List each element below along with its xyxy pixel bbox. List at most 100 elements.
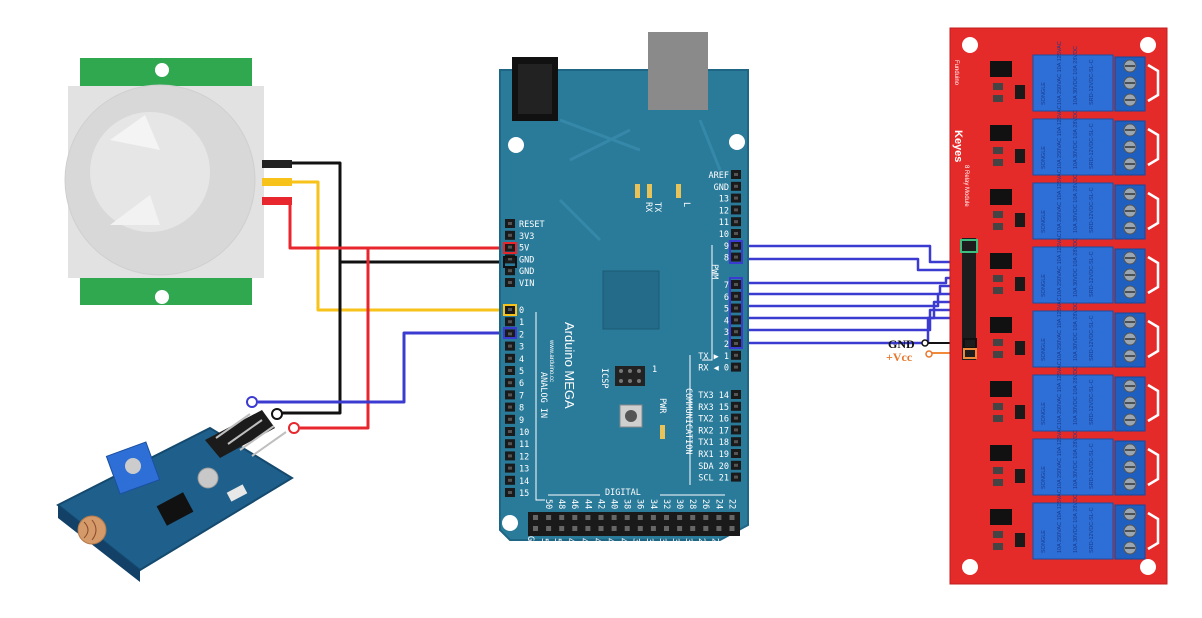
optocoupler — [990, 61, 1012, 77]
pin-label-comm: TX2 16 — [698, 415, 729, 425]
relay-text: SONGLE — [1041, 530, 1047, 553]
pin-label-pwm: 3 — [724, 328, 729, 338]
pin-label-comm: SDA 20 — [698, 462, 729, 472]
pin-label-digital: 10 — [719, 230, 729, 240]
relay-text: 10A 30VDC 10A 28VDC — [1073, 238, 1079, 297]
pin-label-power: GND — [519, 267, 534, 277]
analog-in-label: ANALOG IN — [538, 372, 548, 418]
pin-label-bottom: 53 — [539, 538, 549, 548]
wire-ldr-gnd — [282, 262, 342, 415]
pin-label-comm: TX3 14 — [698, 391, 729, 401]
pin-label-bottom: 50 — [543, 499, 553, 509]
led-tx — [635, 184, 640, 198]
relay-silk-brand: Keyes — [952, 130, 964, 162]
pin-label-comm: TX1 18 — [698, 438, 729, 448]
mount-hole — [508, 137, 524, 153]
relay-channel: SONGLE 10A 250VAC 10A 125VAC 10A 30VDC 10A… — [990, 233, 1160, 304]
led-pwr — [660, 425, 665, 439]
pin-label-power: GND — [519, 255, 534, 265]
pin-label-bottom-gnd: GND — [525, 536, 535, 551]
ldr-module — [56, 396, 300, 582]
relay-text: 10A 250VAC 10A 125VAC — [1057, 169, 1063, 233]
optocoupler — [990, 381, 1012, 397]
pin-label-bottom: 47 — [578, 538, 588, 548]
ldr-mount-hole — [197, 467, 219, 489]
relay-text: 10A 250VAC 10A 125VAC — [1057, 425, 1063, 489]
pir-pin-gnd — [262, 160, 292, 168]
comparator-chip — [156, 492, 194, 526]
relay-text: SONGLE — [1041, 338, 1047, 361]
pin-label-bottom: 29 — [696, 538, 706, 548]
relay-text: SRD-12VDC-SL-C — [1089, 507, 1095, 553]
led-l-label: L — [681, 202, 691, 207]
led-l — [676, 184, 681, 198]
pin-label-comm: RX3 15 — [698, 403, 729, 413]
pin-label-digital: 12 — [719, 206, 729, 216]
digital-label: DIGITAL — [605, 488, 641, 498]
optocoupler — [990, 125, 1012, 141]
pin-label-bottom: 43 — [605, 538, 615, 548]
relay-power-labels: GND +Vcc — [886, 337, 977, 364]
pin-label-bottom: 36 — [635, 499, 645, 509]
pin-label-power: 5V — [519, 244, 529, 254]
pin-label-bottom: 32 — [661, 499, 671, 509]
board-url: www.arduino.cc — [548, 339, 554, 382]
optocoupler — [990, 253, 1012, 269]
pin-label-bottom: 41 — [618, 538, 628, 548]
wire-pir-vcc — [288, 198, 510, 250]
relay-block — [1032, 502, 1114, 560]
relay-input-header — [962, 238, 976, 360]
icsp-label: ICSP — [599, 368, 609, 388]
pin-label-pwm: RX ◀ 0 — [698, 364, 729, 374]
pin-label-bottom: 35 — [657, 538, 667, 548]
relay-block — [1032, 54, 1114, 112]
pin-label-digital: 13 — [719, 195, 729, 205]
pin-label-pwm: 5 — [724, 305, 729, 315]
arduino-mega-board: TX RX L PWR ICSP 1 Arduino MEGA www.ardu… — [499, 32, 749, 551]
relay-block — [1032, 438, 1114, 496]
relay-text: 10A 250VAC 10A 125VAC — [1057, 361, 1063, 425]
pin-label-bottom: 44 — [582, 499, 592, 509]
relay-text: SONGLE — [1041, 274, 1047, 297]
pin-label-bottom: 23 — [736, 538, 746, 548]
relay-block — [1032, 182, 1114, 240]
relay-block — [1032, 246, 1114, 304]
pin-label-analog: 14 — [519, 477, 529, 487]
pin-label-analog: 8 — [519, 404, 524, 414]
relay-channel: SONGLE 10A 250VAC 10A 125VAC 10A 30VDC 10A… — [990, 361, 1160, 432]
pin-label-digital: 8 — [724, 254, 729, 264]
pin-label-analog: 10 — [519, 428, 529, 438]
relay-text: 10A 30VDC 10A 28VDC — [1073, 366, 1079, 425]
wire-pir-out — [292, 180, 510, 312]
optocoupler — [990, 317, 1012, 333]
pin-label-comm: SCL 21 — [698, 474, 729, 484]
pin-label-analog: 6 — [519, 379, 524, 389]
relay-text: 10A 250VAC 10A 125VAC — [1057, 489, 1063, 553]
relay-text: SONGLE — [1041, 466, 1047, 489]
relay-board: SONGLE 10A 250VAC 10A 125VAC 10A 30VDC 10A… — [949, 27, 1168, 585]
arduino-pin-highlights — [503, 240, 743, 349]
icsp-num: 1 — [652, 365, 657, 375]
relay-text: SONGLE — [1041, 402, 1047, 425]
pin-label-pwm: 2 — [724, 340, 729, 350]
relay-channels: SONGLE 10A 250VAC 10A 125VAC 10A 30VDC 10A… — [990, 41, 1160, 560]
pwr-label: PWR — [657, 398, 667, 414]
relay-text: SRD-12VDC-SL-C — [1089, 443, 1095, 489]
pin-label-pwm: 6 — [724, 293, 729, 303]
pin-label-analog: 0 — [519, 306, 524, 316]
pin-label-bottom: 42 — [595, 499, 605, 509]
wires-relay-signals — [738, 244, 966, 345]
pin-label-bottom: 30 — [674, 499, 684, 509]
pin-label-power: 3V3 — [519, 232, 534, 242]
relay-text: 10A 250VAC 10A 125VAC — [1057, 233, 1063, 297]
relay-text: 10A 250VAC 10A 125VAC — [1057, 297, 1063, 361]
relay-silk-funduino: Funduino — [953, 60, 959, 86]
led-tx-label: TX — [652, 202, 662, 213]
usb-connector — [648, 32, 708, 110]
pin-label-analog: 12 — [519, 452, 529, 462]
relay-vcc-label: +Vcc — [886, 350, 913, 364]
relay-block — [1032, 118, 1114, 176]
